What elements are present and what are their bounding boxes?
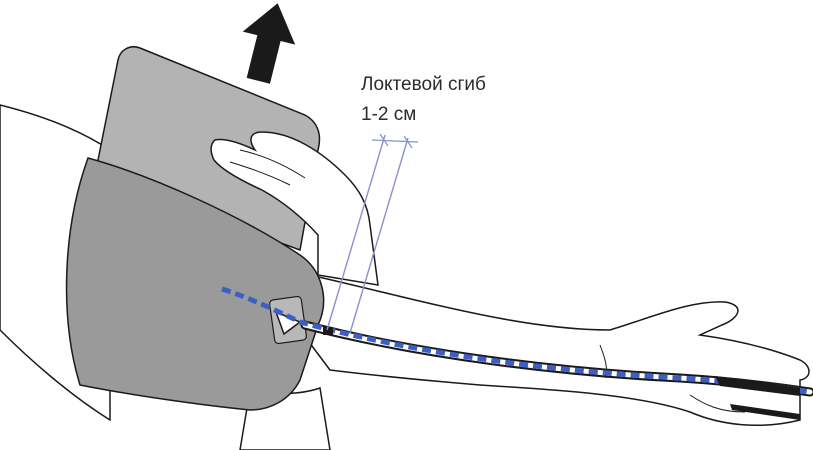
finger-strip bbox=[730, 404, 800, 420]
hand-finger-line bbox=[239, 149, 306, 179]
thumb-line bbox=[689, 394, 746, 413]
artery-dashed-line bbox=[221, 286, 811, 395]
annotation-elbow-crease: Локтевой сгиб bbox=[361, 74, 486, 95]
elbow-crease-marker bbox=[323, 327, 333, 335]
hand-finger-line bbox=[229, 161, 291, 186]
finger-strip bbox=[715, 376, 800, 396]
forearm bbox=[299, 274, 810, 427]
cuff bbox=[65, 157, 325, 411]
hand bbox=[210, 131, 379, 286]
arrow-up-icon bbox=[242, 3, 296, 84]
annotation-distance: 1-2 см bbox=[361, 104, 417, 125]
cuff-flap bbox=[94, 46, 321, 252]
guide-line-right bbox=[349, 137, 409, 334]
distance-tick-left bbox=[379, 133, 389, 147]
distance-bracket bbox=[371, 139, 419, 143]
distance-tick-right bbox=[403, 135, 413, 149]
guide-line-left bbox=[326, 134, 386, 331]
